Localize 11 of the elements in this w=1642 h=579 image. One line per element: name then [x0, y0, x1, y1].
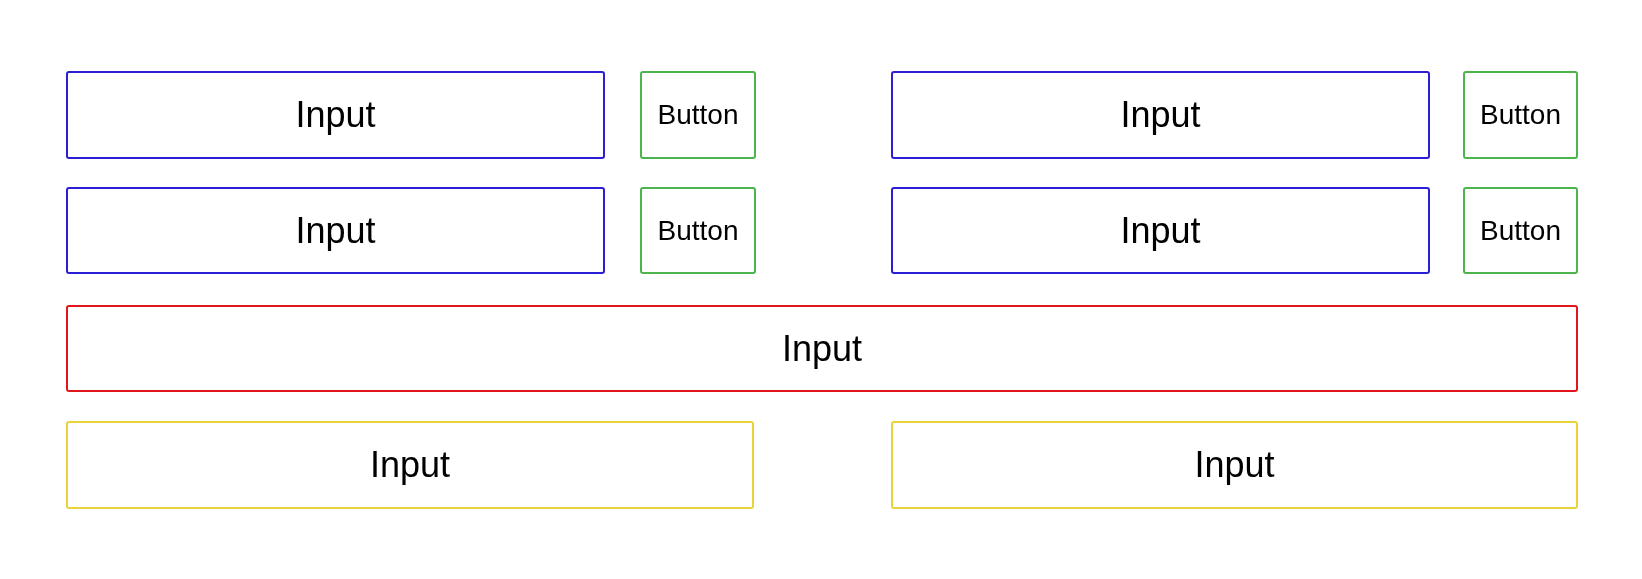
input-box: Input: [66, 305, 1578, 392]
input-box: Input: [66, 71, 605, 159]
button-box: Button: [640, 71, 756, 159]
input-box: Input: [66, 187, 605, 274]
input-box: Input: [891, 421, 1578, 509]
button-box: Button: [640, 187, 756, 274]
input-box: Input: [891, 71, 1430, 159]
input-box: Input: [891, 187, 1430, 274]
input-box: Input: [66, 421, 754, 509]
button-box: Button: [1463, 187, 1578, 274]
button-box: Button: [1463, 71, 1578, 159]
